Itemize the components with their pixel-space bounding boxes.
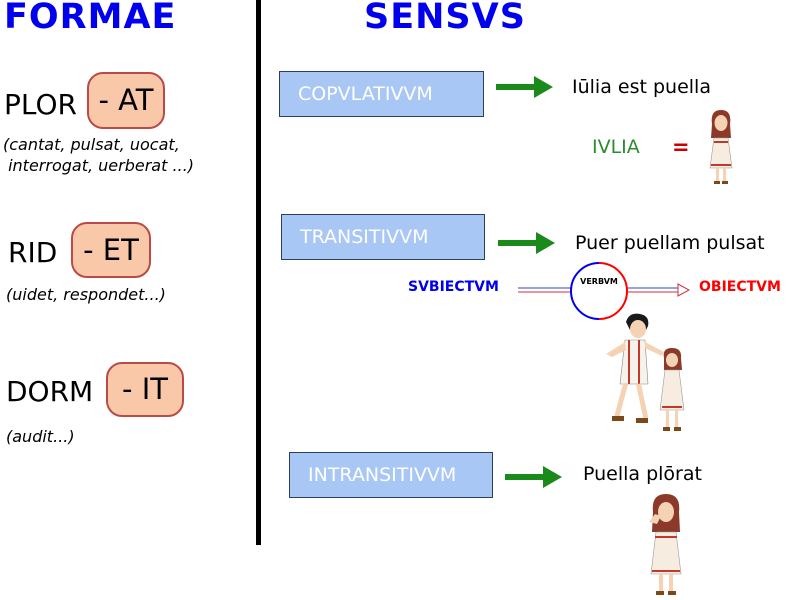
sentence-transitive: Puer puellam pulsat <box>575 232 765 254</box>
sensvs-title: SENSVS <box>364 0 526 37</box>
girl-icon <box>709 110 733 184</box>
subject-label: SVBIECTVM <box>408 279 499 295</box>
verb-label: VERBVM <box>580 277 618 286</box>
ending-et: - ET <box>71 222 151 278</box>
stem-rid: RID <box>8 236 58 269</box>
ending-at: - AT <box>87 72 165 129</box>
arrow-right-icon <box>496 76 553 98</box>
formae-title: FORMAE <box>4 0 177 37</box>
boy-hitting-girl-illustration <box>606 313 685 431</box>
sentence-intransitive: Puella plōrat <box>583 463 702 485</box>
stem-dorm: DORM <box>6 375 94 408</box>
equals-sign: = <box>672 135 690 159</box>
column-divider <box>256 0 261 545</box>
copulative-box: COPVLATIVVM <box>279 71 484 117</box>
arrow-right-icon <box>505 466 562 488</box>
examples-line: (cantat, pulsat, uocat, <box>3 135 180 154</box>
examples-rid: (uidet, respondet...) <box>6 285 166 304</box>
transitive-box: TRANSITIVVM <box>281 214 485 260</box>
object-label: OBIECTVM <box>699 279 781 295</box>
crying-girl-icon <box>649 494 682 595</box>
stem-plor: PLOR <box>4 88 77 121</box>
intransitive-box: INTRANSITIVVM <box>289 452 493 498</box>
examples-plor: (cantat, pulsat, uocat, interrogat, uerb… <box>3 134 194 176</box>
examples-line: interrogat, uerberat ...) <box>3 156 194 175</box>
ivlia-label: IVLIA <box>592 136 640 158</box>
sentence-copulative: Iūlia est puella <box>572 76 711 98</box>
examples-dorm: (audit...) <box>6 427 75 446</box>
ending-it: - IT <box>106 362 184 417</box>
arrow-right-icon <box>498 232 555 254</box>
verb-circle <box>570 262 628 320</box>
